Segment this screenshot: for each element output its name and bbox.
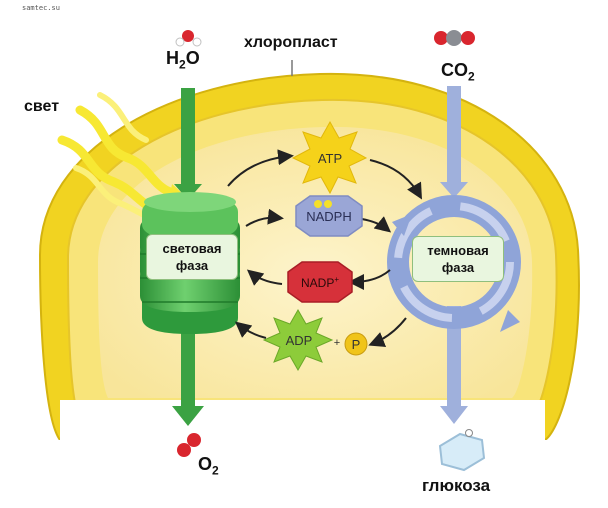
glucose-label: глюкоза bbox=[422, 476, 491, 495]
phosphate-label: P bbox=[352, 337, 361, 352]
cycle-arrows bbox=[227, 149, 422, 347]
bottom-mask bbox=[0, 440, 608, 508]
co2-label: CO2 bbox=[441, 60, 475, 84]
water-molecule-icon bbox=[175, 30, 202, 47]
atp-label: ATP bbox=[318, 151, 342, 166]
arrow-light-to-atp bbox=[227, 149, 294, 187]
nadph-hexagon-icon bbox=[295, 195, 363, 237]
light-phase-box: световая фаза bbox=[146, 234, 238, 280]
arrow-dark-to-adp bbox=[368, 317, 407, 347]
atp-star-icon bbox=[291, 120, 368, 195]
dark-phase-line1: темновая bbox=[427, 243, 489, 258]
co2-to-glucose-arrow bbox=[440, 86, 468, 424]
light-phase-line1: световая bbox=[162, 241, 222, 256]
arrow-atp-to-dark bbox=[369, 159, 422, 200]
calvin-cycle-ring bbox=[387, 195, 521, 332]
o2-molecule-icon bbox=[177, 433, 201, 457]
adp-label: ADP bbox=[286, 333, 313, 348]
phosphate-icon bbox=[344, 332, 368, 356]
dark-phase-box: темновая фаза bbox=[412, 236, 504, 282]
light-phase-line2: фаза bbox=[175, 258, 209, 273]
nadph-label: NADPH bbox=[306, 209, 352, 224]
glucose-hexagon-icon bbox=[438, 429, 486, 472]
plus-sign: + bbox=[334, 337, 340, 349]
water-label: H2O bbox=[166, 48, 200, 72]
arrow-adp-to-light bbox=[234, 321, 267, 339]
watermark: samtec.su bbox=[22, 4, 60, 12]
co2-molecule-icon bbox=[434, 30, 475, 46]
chloroplast-label: хлоропласт bbox=[244, 34, 338, 51]
arrow-nadp-to-light bbox=[246, 269, 283, 286]
adp-star-icon bbox=[262, 308, 368, 372]
o2-label: O2 bbox=[198, 454, 219, 478]
dark-phase-line2: фаза bbox=[441, 260, 475, 275]
light-label: свет bbox=[24, 98, 60, 115]
arrow-light-to-nadph bbox=[245, 208, 284, 227]
arrow-dark-to-nadp bbox=[348, 269, 391, 290]
nadp-hexagon-icon bbox=[287, 261, 353, 303]
nadp-label: NADP+ bbox=[301, 275, 339, 290]
